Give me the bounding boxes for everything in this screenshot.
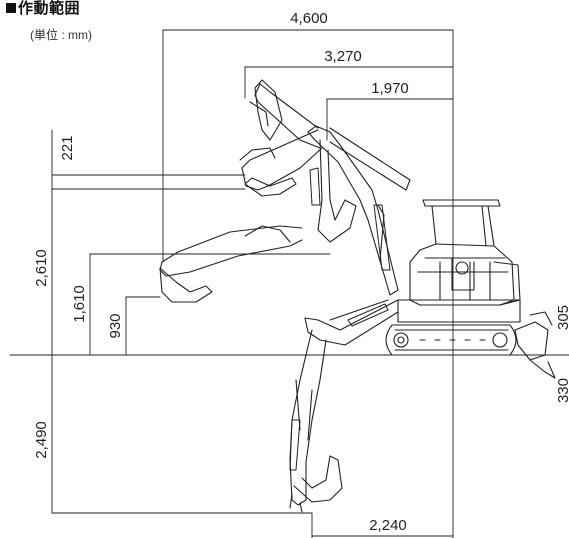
dimension-labels: 4,600 3,270 1,970 2,240 221 2,610 1,610 … bbox=[33, 10, 569, 534]
arm-pose-dig bbox=[289, 299, 399, 513]
label-right-upper: 305 bbox=[555, 305, 569, 330]
title-square-icon bbox=[6, 3, 16, 13]
arm-pose-low bbox=[159, 225, 303, 303]
label-max-depth: 2,490 bbox=[33, 421, 50, 459]
label-reach-min: 1,970 bbox=[371, 80, 409, 97]
hydraulic-cylinders bbox=[289, 167, 391, 471]
page-title: 作動範囲 bbox=[6, 0, 80, 18]
label-reach-mid: 3,270 bbox=[324, 48, 362, 65]
header: 作動範囲 (単位 : mm) bbox=[0, 0, 200, 44]
arm-pose-raised bbox=[249, 79, 411, 296]
excavator-machine bbox=[385, 199, 556, 379]
label-top-offset: 221 bbox=[59, 135, 76, 160]
unit-label: (単位 : mm) bbox=[30, 28, 92, 42]
label-low-height: 930 bbox=[107, 313, 124, 338]
label-right-lower: 330 bbox=[555, 378, 569, 403]
label-max-reach: 4,600 bbox=[290, 10, 328, 27]
label-max-height: 2,610 bbox=[33, 249, 50, 287]
label-mid-height: 1,610 bbox=[71, 285, 88, 323]
arm-pose-mid bbox=[239, 129, 357, 243]
label-bottom: 2,240 bbox=[369, 517, 407, 534]
title-text: 作動範囲 bbox=[18, 0, 81, 17]
